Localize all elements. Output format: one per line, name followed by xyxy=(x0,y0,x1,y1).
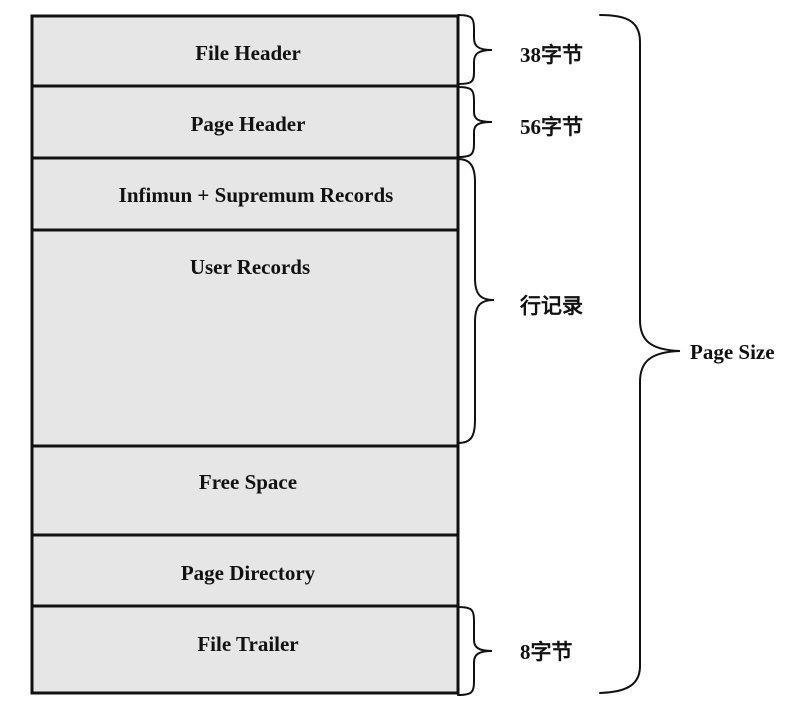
segment-box xyxy=(30,604,460,695)
segment-label: Free Space xyxy=(199,470,297,494)
brace-page-size xyxy=(599,14,681,694)
segment-file-header: File Header xyxy=(30,14,460,88)
segment-box xyxy=(30,228,460,448)
segment-free-space: Free Space xyxy=(30,444,460,537)
brace-56-bytes xyxy=(457,86,493,158)
segment-label: File Trailer xyxy=(197,632,298,656)
segment-page-directory: Page Directory xyxy=(30,533,460,608)
segment-box xyxy=(30,14,460,88)
segment-label: Page Directory xyxy=(181,561,316,585)
segment-file-trailer: File Trailer xyxy=(30,604,460,695)
annotation-page-size: Page Size xyxy=(690,340,775,364)
segment-page-header: Page Header xyxy=(30,84,460,160)
segment-box xyxy=(30,84,460,160)
brace-38-bytes xyxy=(457,14,493,85)
segment-user-records: User Records xyxy=(30,228,460,448)
annotation-file-header-size: 38字节 xyxy=(520,43,583,67)
segment-label: User Records xyxy=(190,255,310,279)
annotation-file-trailer-size: 8字节 xyxy=(520,640,573,664)
segment-label: Page Header xyxy=(191,112,306,136)
segment-label: File Header xyxy=(195,41,301,65)
brace-row-records xyxy=(457,158,495,444)
annotation-page-header-size: 56字节 xyxy=(520,115,583,139)
segment-box xyxy=(30,533,460,608)
segment-label: Infimun + Supremum Records xyxy=(119,183,394,207)
annotation-row-records: 行记录 xyxy=(519,294,583,318)
brace-8-bytes xyxy=(457,606,493,696)
segment-infimum-supremum-records: Infimun + Supremum Records xyxy=(30,156,460,232)
